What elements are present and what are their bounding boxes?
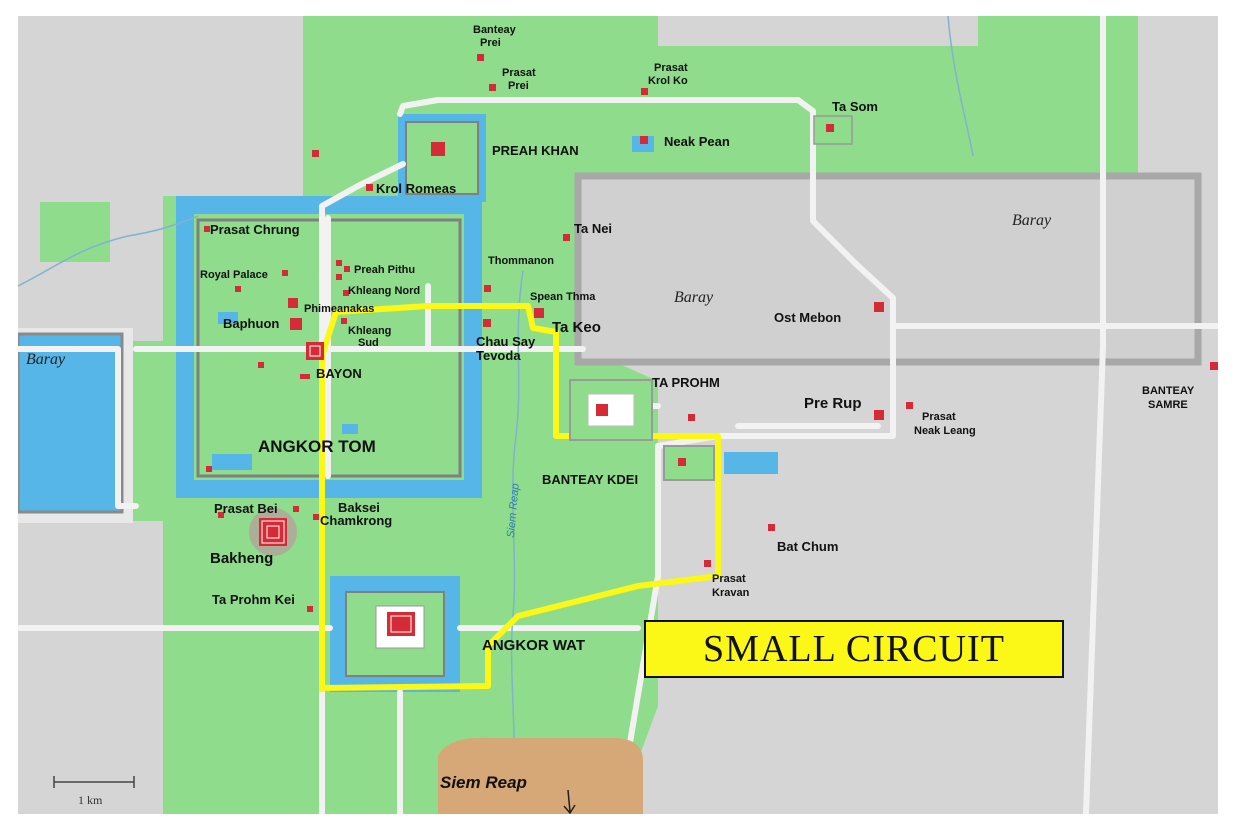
label-bat-chum: Bat Chum [777,539,838,554]
label-prasat-kravan-1: Prasat [712,573,746,585]
label-chau-say-tevoda-1: Chau Say [476,334,536,349]
map-canvas: 1 km Banteay Prei Prasat Prei Prasat Kro… [18,16,1218,814]
label-preah-khan: PREAH KHAN [492,143,579,158]
label-baksei-chamkrong-2: Chamkrong [320,513,392,528]
label-banteay-samre-2: SAMRE [1148,399,1188,411]
ta-prohm-enclosure [569,379,653,441]
label-banteay-samre-1: BANTEAY [1142,385,1195,397]
siem-reap-river [18,16,974,814]
label-bakheng: Bakheng [210,550,273,567]
label-prasat-prei-1: Prasat [502,67,536,79]
label-banteay-prei-2: Prei [480,37,501,49]
label-khleang-sud-2: Sud [358,337,379,349]
route-title: SMALL CIRCUIT [703,628,1005,670]
label-royal-palace: Royal Palace [200,269,268,281]
label-banteay-prei-1: Banteay [473,24,517,36]
arrow-down-icon [563,789,576,814]
label-banteay-kdei: BANTEAY KDEI [542,472,638,487]
label-angkor-tom: ANGKOR TOM [258,437,376,456]
route-title-box: SMALL CIRCUIT [644,620,1064,678]
label-ost-mebon: Ost Mebon [774,310,841,325]
label-ta-keo: Ta Keo [552,319,601,336]
label-prasat-neak-leang-1: Prasat [922,411,956,423]
label-thommanon: Thommanon [488,255,554,267]
label-baray-east: Baray [674,289,714,306]
siem-reap-town [438,737,643,814]
label-preah-pithu: Preah Pithu [354,264,415,276]
scale-bar [53,776,135,788]
temple-inner-marks [261,345,412,633]
label-ta-prohm-kei: Ta Prohm Kei [212,592,295,607]
label-bayon: BAYON [316,366,362,381]
label-pre-rup: Pre Rup [804,395,862,412]
banteay-kdei-enclosure [663,445,715,481]
roads [18,16,1218,814]
label-krol-romeas: Krol Romeas [376,181,456,196]
label-baray-west: Baray [26,351,66,368]
east-baray [574,172,1202,366]
angkor-map: 1 km Banteay Prei Prasat Prei Prasat Kro… [18,16,1218,814]
label-prasat-prei-2: Prei [508,80,529,92]
label-ta-prohm: TA PROHM [652,375,720,390]
label-angkor-wat: ANGKOR WAT [482,637,585,654]
west-baray [18,328,133,523]
scale-label: 1 km [78,793,103,807]
label-neak-pean: Neak Pean [664,134,730,149]
ponds [212,136,778,474]
label-prasat-krol-ko-1: Prasat [654,62,688,74]
label-baray-ne: Baray [1012,212,1052,229]
label-ta-nei: Ta Nei [574,221,612,236]
label-khleang-sud-1: Khleang [348,325,391,337]
label-siem-reap-town: Siem Reap [440,773,527,792]
label-ta-som: Ta Som [832,99,878,114]
angkor-wat-moat [330,576,460,692]
label-baksei-chamkrong-1: Baksei [338,500,380,515]
label-prasat-neak-leang-2: Neak Leang [914,425,976,437]
label-siem-reap-river: Siem Reap [505,483,522,538]
preah-khan-moat [398,114,486,202]
label-prasat-krol-ko-2: Krol Ko [648,75,688,87]
label-prasat-bei: Prasat Bei [214,501,278,516]
label-baphuon: Baphuon [223,316,279,331]
label-prasat-kravan-2: Kravan [712,587,750,599]
label-prasat-chrung: Prasat Chrung [210,222,300,237]
label-khleang-nord: Khleang Nord [348,285,420,297]
label-spean-thma: Spean Thma [530,291,596,303]
label-chau-say-tevoda-2: Tevoda [476,348,521,363]
label-phimeanakas: Phimeanakas [304,303,374,315]
